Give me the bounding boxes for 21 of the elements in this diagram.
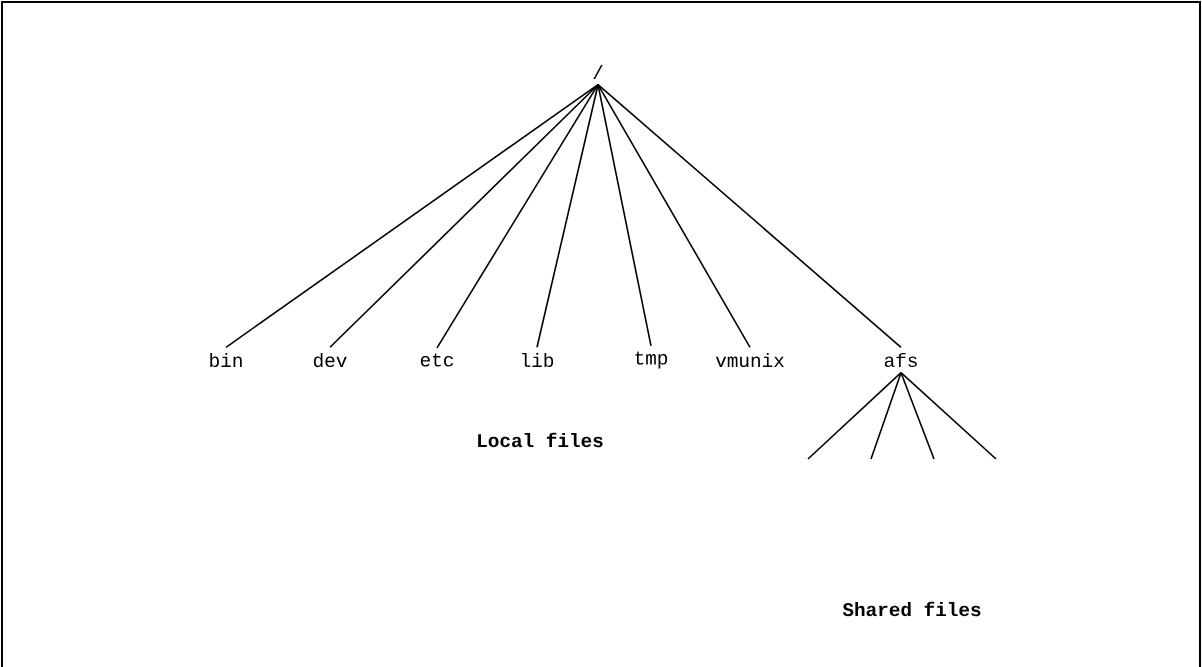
directory-name: afs <box>884 352 917 368</box>
directory-name: tmp <box>635 351 668 369</box>
tree-line <box>870 371 902 460</box>
group-label: Shared files <box>842 601 981 617</box>
directory-name: / <box>593 64 603 80</box>
tree-line <box>329 83 599 349</box>
tree-line <box>900 371 997 460</box>
group-label: Local files <box>478 432 603 448</box>
tree-line <box>597 83 751 349</box>
directory-name: dev <box>313 352 347 368</box>
tree-line <box>807 371 902 460</box>
directory-name: vmunix <box>715 352 784 368</box>
directory-name: etc <box>420 353 453 367</box>
tree-line <box>597 83 902 349</box>
tree-line <box>436 83 599 349</box>
directory-name: bin <box>210 352 242 368</box>
directory-name: lib <box>522 352 554 368</box>
tree-line <box>597 83 652 347</box>
tree-line <box>225 83 599 349</box>
tree-line <box>536 83 599 349</box>
tree-line <box>900 371 935 460</box>
